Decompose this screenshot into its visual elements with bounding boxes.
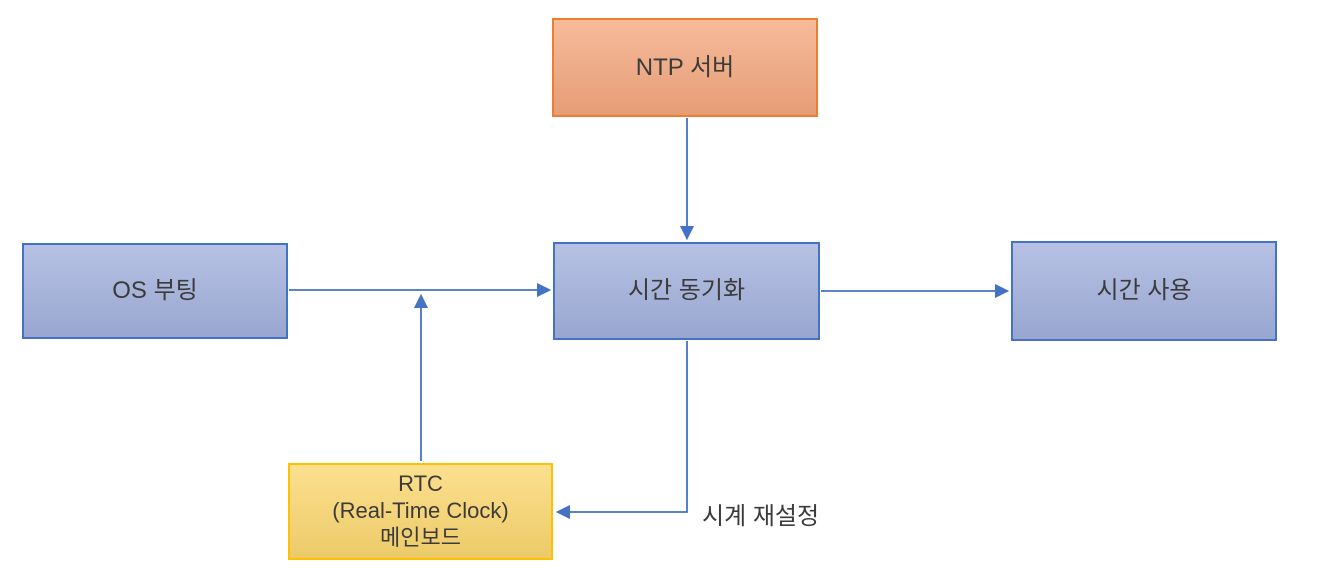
node-time-sync-label: 시간 동기화 [627,277,746,304]
node-ntp-server: NTP 서버 [552,18,818,117]
node-time-sync: 시간 동기화 [553,242,820,340]
node-rtc-label-line2: (Real-Time Clock) [332,498,509,524]
node-ntp-server-label: NTP 서버 [635,53,735,81]
arrow-sync-to-rtc [555,341,688,520]
node-rtc-mainboard: RTC (Real-Time Clock) 메인보드 [288,463,553,560]
node-time-use-label: 시간 사용 [1096,277,1192,304]
node-os-boot: OS 부팅 [22,243,288,339]
node-os-boot-label: OS 부팅 [112,277,198,304]
node-rtc-label-line3: 메인보드 [380,524,461,550]
node-rtc-label-line1: RTC [398,471,443,497]
edge-label-clock-reset: 시계 재설정 [702,503,820,530]
node-time-use: 시간 사용 [1011,241,1277,341]
